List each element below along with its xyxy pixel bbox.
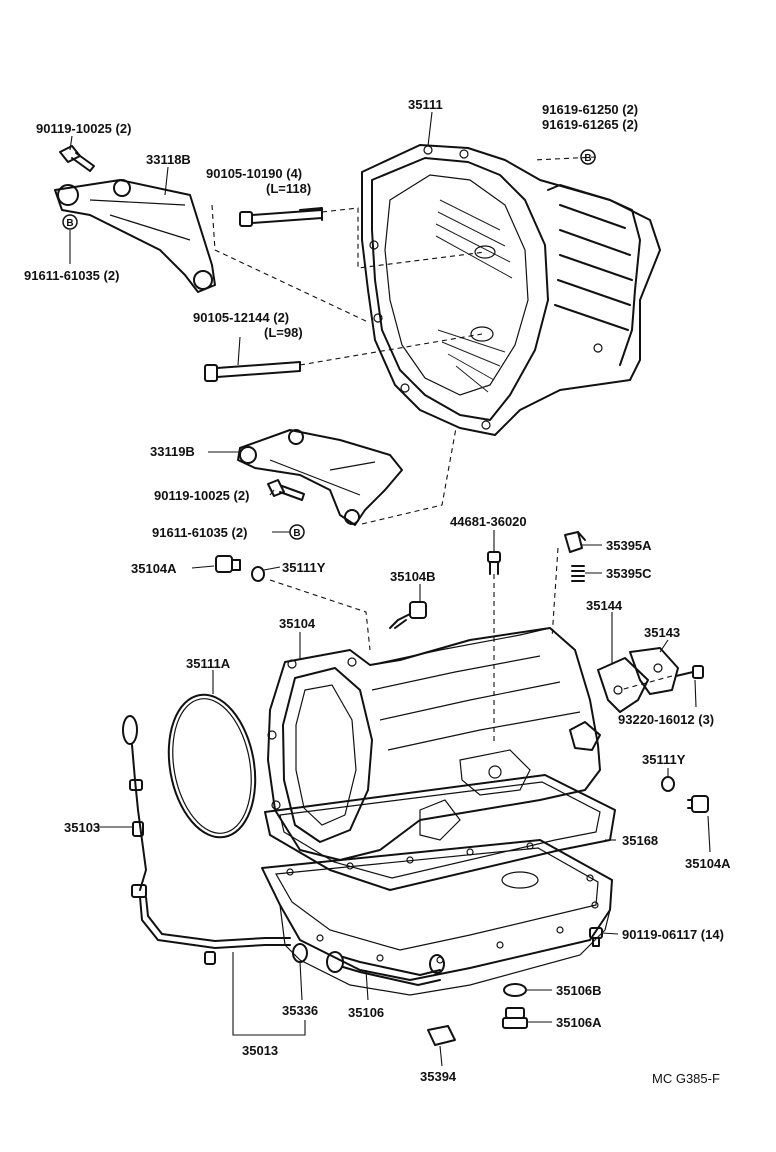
union-35104b — [389, 601, 427, 629]
plug-35106a — [502, 1007, 528, 1029]
label-35104a-right: 35104A — [685, 856, 731, 871]
plug-35104a-right — [687, 795, 709, 813]
gasket-35168 — [264, 774, 616, 891]
label-90105-10190: 90105-10190 (4) — [206, 166, 303, 181]
gasket-35111y-right — [661, 776, 675, 792]
label-35104b: 35104B — [390, 569, 436, 584]
label-35394: 35394 — [420, 1069, 457, 1084]
detent-35395a — [564, 531, 586, 553]
svg-text:B: B — [293, 528, 300, 539]
label-35103: 35103 — [64, 820, 101, 835]
label-91619-61265: 91619-61265 (2) — [542, 117, 639, 132]
label-35106: 35106 — [348, 1005, 385, 1020]
label-91611-61035-mid: 91611-61035 (2) — [152, 525, 248, 540]
label-35111: 35111 — [408, 97, 443, 112]
gasket-35111y-top — [251, 566, 265, 582]
label-35144: 35144 — [586, 598, 623, 613]
label-35395a: 35395A — [606, 538, 652, 553]
label-35104: 35104 — [279, 616, 316, 631]
label-90105-12144-length: (L=98) — [264, 325, 303, 340]
plug-35104a-top — [215, 555, 241, 573]
oil-cooler-tube-35106 — [326, 951, 445, 986]
bolt-90105-10190 — [239, 207, 323, 227]
bell-housing-35111 — [361, 144, 661, 436]
o-ring-35111a — [167, 693, 257, 839]
label-35143: 35143 — [644, 625, 681, 640]
label-90105-10190-length: (L=118) — [266, 181, 312, 196]
bracket-33119b — [237, 429, 403, 526]
filler-tube-35013 — [139, 896, 308, 965]
label-35104a-top: 35104A — [131, 561, 177, 576]
svg-text:B: B — [584, 153, 591, 164]
transmission-case-35104 — [267, 627, 601, 861]
label-35111y-top: 35111Y — [282, 560, 326, 575]
label-90119-10025-mid: 90119-10025 (2) — [154, 488, 250, 503]
drawing-code: MC G385-F — [652, 1071, 720, 1086]
bracket-33118b — [54, 179, 216, 293]
label-91611-61035-top: 91611-61035 (2) — [24, 268, 120, 283]
bolt-90105-12144 — [204, 361, 301, 382]
label-90119-06117: 90119-06117 (14) — [622, 927, 724, 942]
label-33118b: 33118B — [146, 152, 191, 167]
label-90105-12144: 90105-12144 (2) — [193, 310, 290, 325]
label-35395c: 35395C — [606, 566, 652, 581]
label-93220-16012: 93220-16012 (3) — [618, 712, 715, 727]
marker-b-top-right: B — [580, 149, 596, 165]
label-90119-10025-top: 90119-10025 (2) — [36, 121, 132, 136]
leader-lines — [69, 111, 711, 1067]
bolt-90119-10025-top — [59, 145, 95, 172]
label-35111y-right: 35111Y — [642, 752, 686, 767]
breather-44681-36020 — [487, 551, 501, 575]
label-35168: 35168 — [622, 833, 659, 848]
marker-b-top-left: B — [62, 214, 78, 230]
svg-text:B: B — [66, 218, 73, 229]
spring-35395c — [571, 565, 585, 582]
assembly-dashed-lines — [211, 156, 673, 745]
dipstick-35103 — [122, 715, 147, 898]
plate-35144 — [597, 657, 649, 713]
marker-b-mid: B — [289, 524, 305, 540]
bolt-93220-16012 — [675, 665, 704, 679]
gasket-35106b — [503, 983, 527, 997]
label-35106b: 35106B — [556, 983, 602, 998]
label-91619-61250: 91619-61250 (2) — [542, 102, 639, 117]
label-35013: 35013 — [242, 1043, 279, 1058]
label-35106a: 35106A — [556, 1015, 602, 1030]
plate-35143 — [629, 647, 679, 695]
label-35111a: 35111A — [186, 656, 231, 671]
label-44681-36020: 44681-36020 — [450, 514, 527, 529]
label-33119b: 33119B — [150, 444, 195, 459]
pad-35394 — [427, 1025, 456, 1046]
label-35336: 35336 — [282, 1003, 319, 1018]
